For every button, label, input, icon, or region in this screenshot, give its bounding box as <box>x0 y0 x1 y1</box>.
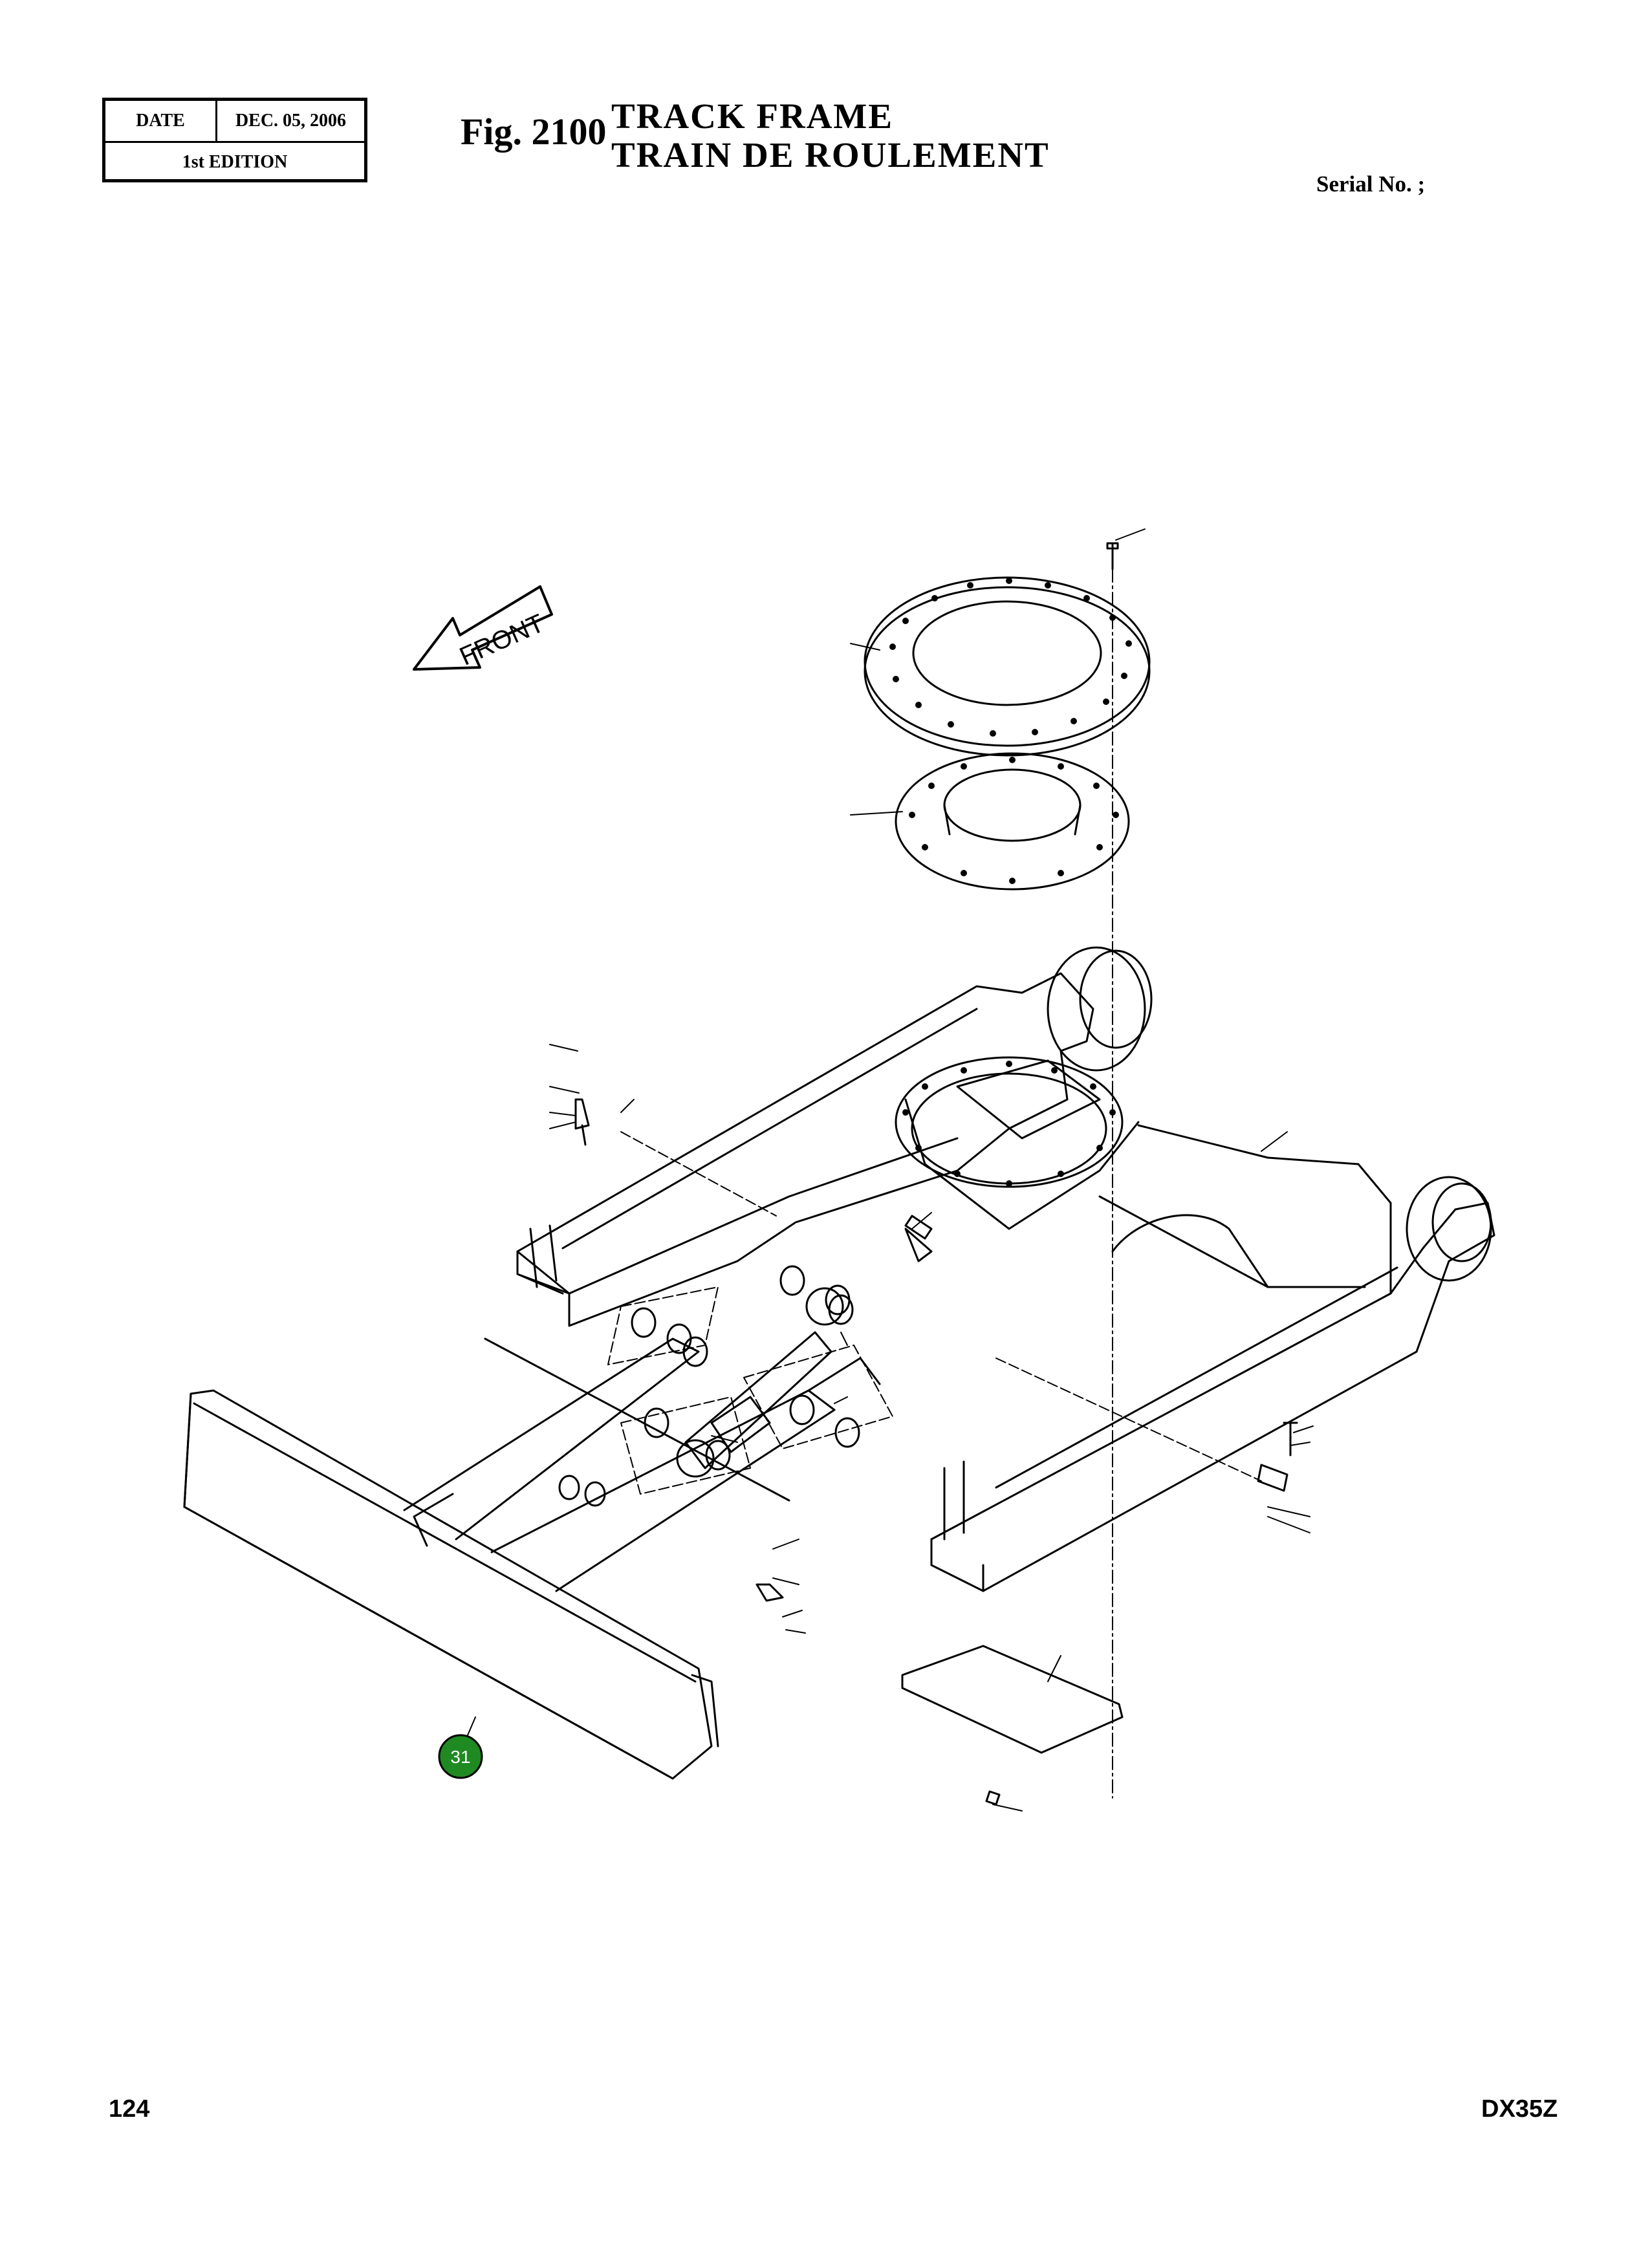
serial-number-label: Serial No. ; <box>1316 171 1426 197</box>
date-box: DATE DEC. 05, 2006 1st EDITION <box>102 98 367 182</box>
dozer-blade <box>183 1389 719 1780</box>
leader-lines <box>465 528 1314 1812</box>
top-bolt <box>1106 542 1119 1799</box>
callout-31[interactable]: 31 <box>438 1734 483 1779</box>
center-frame <box>895 1056 1392 1295</box>
title-french: TRAIN DE ROULEMENT <box>611 135 1050 175</box>
title-english: TRACK FRAME <box>611 96 894 136</box>
swing-bearing <box>864 576 1151 757</box>
date-value: DEC. 05, 2006 <box>235 111 347 131</box>
edition-label: 1st EDITION <box>182 151 288 172</box>
callout-number[interactable]: 31 <box>450 1747 470 1767</box>
page-number: 124 <box>109 2095 150 2123</box>
rear-motor-housing-right <box>1406 1176 1492 1282</box>
date-row: DATE DEC. 05, 2006 <box>105 101 364 143</box>
front-arrow-label: FRONT <box>455 609 549 671</box>
track-frame-left-member <box>516 972 1094 1327</box>
rear-motor-housing-left <box>1047 946 1153 1072</box>
pins-and-washers <box>484 1098 1298 1602</box>
blade-cylinder <box>676 1287 844 1478</box>
model-name: DX35Z <box>1481 2095 1558 2123</box>
callout-badge[interactable] <box>438 1734 483 1779</box>
blade-arms <box>403 1337 881 1592</box>
track-frame-right-member <box>930 1202 1495 1592</box>
figure-title: TRACK FRAME TRAIN DE ROULEMENT <box>611 97 1050 175</box>
date-label: DATE <box>105 101 217 141</box>
assembly-guides <box>607 1131 1262 1495</box>
figure-number: Fig. 2100 <box>461 111 607 153</box>
bottom-cover-plate <box>901 1645 1124 1806</box>
front-arrow-icon <box>413 585 553 671</box>
mounting-plate <box>895 752 1130 891</box>
